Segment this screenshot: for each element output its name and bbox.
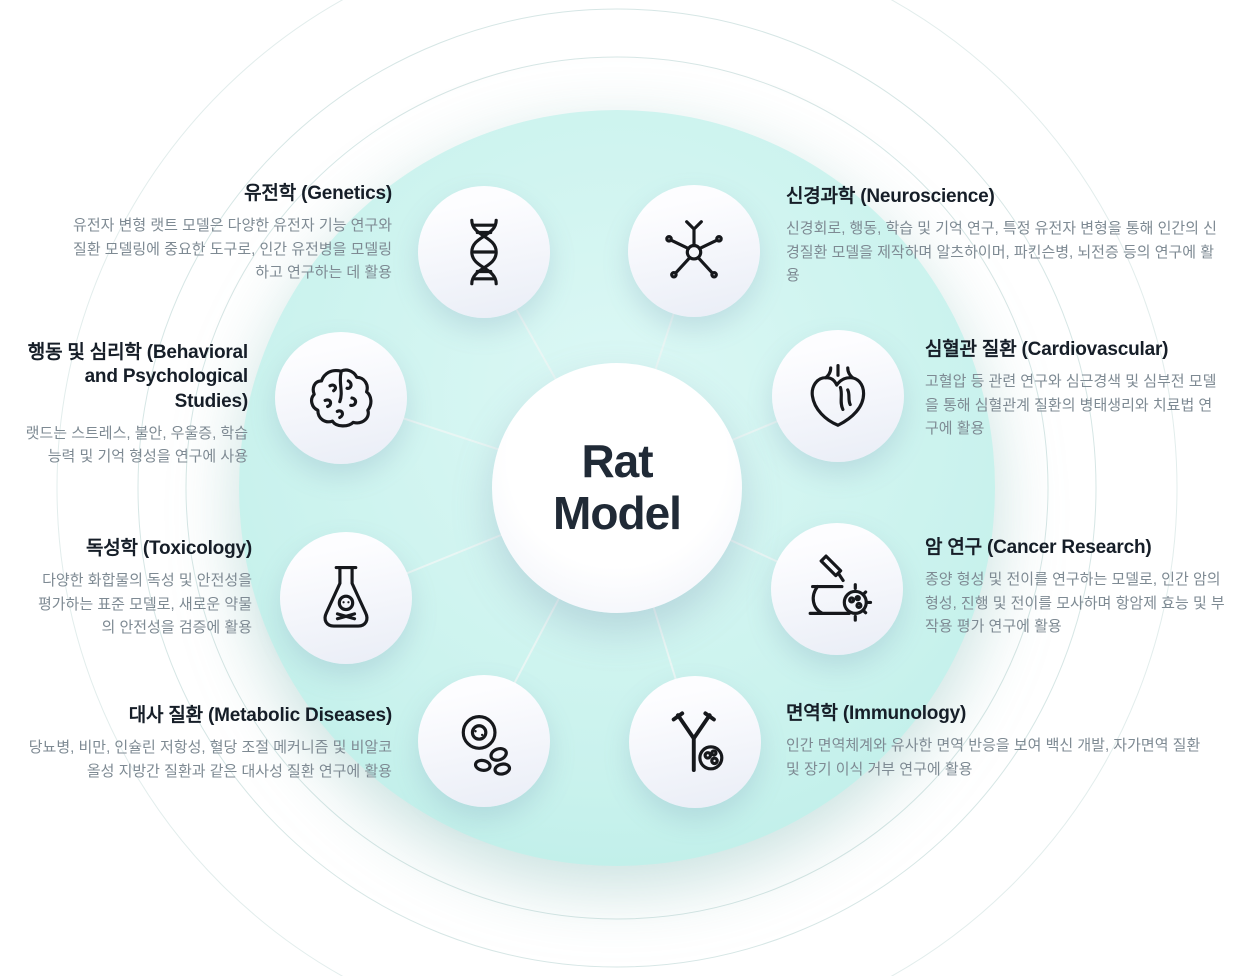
node-title-cardiovascular: 심혈관 질환 (Cardiovascular) <box>925 339 1169 360</box>
node-description-behavioral: 랫드는 스트레스, 불안, 우울증, 학습 능력 및 기억 형성을 연구에 사용 <box>25 424 248 466</box>
node-text-neuroscience: 신경과학 (Neuroscience) 신경회로, 행동, 학습 및 기억 연구… <box>786 185 1220 287</box>
antibody-icon <box>671 711 724 772</box>
cells-icon <box>461 715 512 776</box>
node-title-behavioral: 행동 및 심리학 (Behavioral and Psychological S… <box>27 342 248 412</box>
dna-icon <box>470 218 498 286</box>
node-description-metabolic: 당뇨병, 비만, 인슐린 저항성, 혈당 조절 메커니즘 및 비알코올성 지방간… <box>28 739 392 780</box>
node-circle-metabolic <box>418 675 550 807</box>
node-description-cancer: 종양 형성 및 전이를 연구하는 모델로, 인간 암의 형성, 진행 및 전이를… <box>925 571 1225 635</box>
node-description-neuroscience: 신경회로, 행동, 학습 및 기억 연구, 특정 유전자 변형을 통해 인간의 … <box>786 220 1217 284</box>
node-circle-neuroscience <box>628 185 760 317</box>
node-text-toxicology: 독성학 (Toxicology) 다양한 화합물의 독성 및 안전성을 평가하는… <box>28 537 252 639</box>
node-text-genetics: 유전학 (Genetics) 유전자 변형 랫트 모델은 다양한 유전자 기능 … <box>70 182 392 284</box>
node-description-immunology: 인간 면역체계와 유사한 면역 반응을 보여 백신 개발, 자가면역 질환 및 … <box>786 737 1201 778</box>
toxic-flask-icon <box>323 565 369 628</box>
node-title-metabolic: 대사 질환 (Metabolic Diseases) <box>128 705 392 726</box>
hub-title-line1: Rat <box>581 435 653 488</box>
orbit-rings <box>56 0 1178 976</box>
microscope-icon <box>808 554 873 622</box>
node-text-immunology: 면역학 (Immunology) 인간 면역체계와 유사한 면역 반응을 보여 … <box>786 702 1218 781</box>
node-circle-toxicology <box>280 532 412 664</box>
node-circle-immunology <box>629 676 761 808</box>
node-circle-cancer <box>771 523 903 655</box>
node-text-behavioral: 행동 및 심리학 (Behavioral and Psychological S… <box>18 341 249 468</box>
node-circle-cardiovascular <box>772 330 904 462</box>
node-title-genetics: 유전학 (Genetics) <box>244 183 392 204</box>
node-description-toxicology: 다양한 화합물의 독성 및 안전성을 평가하는 표준 모델로, 새로운 약물의 … <box>37 572 252 636</box>
heart-icon <box>810 363 866 427</box>
node-text-cancer: 암 연구 (Cancer Research) 종양 형성 및 전이를 연구하는 … <box>925 536 1230 638</box>
node-title-neuroscience: 신경과학 (Neuroscience) <box>786 186 995 207</box>
node-circle-genetics <box>418 186 550 318</box>
node-title-toxicology: 독성학 (Toxicology) <box>85 538 252 559</box>
node-title-immunology: 면역학 (Immunology) <box>786 703 967 724</box>
brain-icon <box>310 368 373 428</box>
node-text-metabolic: 대사 질환 (Metabolic Diseases) 당뇨병, 비만, 인슐린 … <box>16 704 392 783</box>
hub-title-line2: Model <box>553 487 682 539</box>
neuron-icon <box>665 220 723 279</box>
node-description-cardiovascular: 고혈압 등 관련 연구와 심근경색 및 심부전 모델을 통해 심혈관계 질환의 … <box>925 373 1217 437</box>
node-title-cancer: 암 연구 (Cancer Research) <box>925 537 1152 558</box>
node-text-cardiovascular: 심혈관 질환 (Cardiovascular) 고혈압 등 관련 연구와 심근경… <box>925 338 1217 440</box>
node-description-genetics: 유전자 변형 랫트 모델은 다양한 유전자 기능 연구와 질환 모델링에 중요한… <box>73 217 392 281</box>
node-circle-behavioral <box>275 332 407 464</box>
hub-rat-model: Rat Model <box>492 363 742 613</box>
